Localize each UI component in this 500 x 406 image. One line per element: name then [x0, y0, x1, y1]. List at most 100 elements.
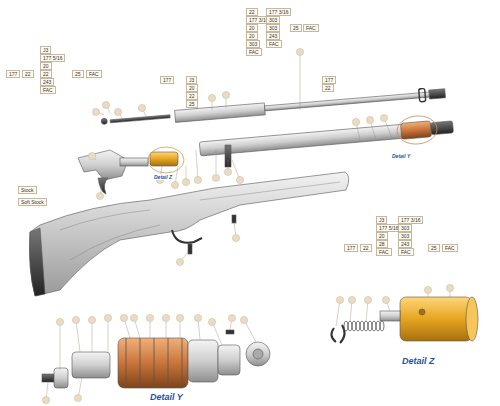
leader-line [92, 320, 93, 352]
caliber-tag: 25 [72, 70, 84, 78]
caliber-tag: FAC [86, 70, 102, 78]
spring-coil [360, 321, 364, 331]
thread-line [154, 338, 155, 388]
leader-line [76, 320, 80, 352]
callout-bubble [92, 108, 99, 115]
callout-bubble [88, 316, 95, 323]
callout-bubble [380, 114, 387, 121]
callout-bubble [446, 284, 453, 291]
caliber-tag: 28 [376, 240, 388, 248]
caliber-tag: 22 [40, 70, 52, 78]
callout-bubble [56, 318, 63, 325]
callout-bubble [88, 152, 95, 159]
caliber-tag: J3 [40, 46, 51, 54]
spring-coil [368, 321, 372, 331]
thread-line [168, 338, 169, 388]
spring-coil [356, 321, 360, 331]
callout-bubble [138, 104, 145, 111]
leader-line [300, 52, 301, 110]
caliber-tag: FAC [442, 244, 458, 252]
callout-bubble [74, 394, 81, 401]
caliber-tag: 303 [398, 224, 412, 232]
caliber-tag: FAC [246, 48, 262, 56]
thread-line [140, 338, 141, 388]
detail-label: Detail Z [154, 174, 172, 180]
caliber-tag: 22 [360, 244, 372, 252]
leader-line [196, 150, 198, 180]
callout-bubble [240, 316, 247, 323]
caliber-tag: J3 [186, 76, 197, 84]
caliber-tag: Soft Stock [18, 198, 47, 206]
callout-bubble [130, 314, 137, 321]
detail-label: Detail Y [150, 392, 183, 402]
callout-bubble [236, 176, 243, 183]
callout-bubble [120, 314, 127, 321]
caliber-tag: FAC [303, 24, 319, 32]
callout-bubble [102, 101, 109, 108]
callout-bubble [208, 94, 215, 101]
caliber-tag: FAC [398, 248, 414, 256]
thread-line [126, 338, 127, 388]
caliber-tag: FAC [376, 248, 392, 256]
caliber-tag: 20 [376, 232, 388, 240]
caliber-tag: 25 [290, 24, 302, 32]
caliber-tag: J3 [376, 216, 387, 224]
caliber-tag: 177 3/16 [266, 8, 291, 16]
caliber-tag: 20 [246, 24, 258, 32]
callout-bubble [194, 314, 201, 321]
callout-bubble [104, 314, 111, 321]
callout-bubble [212, 174, 219, 181]
callout-bubble [296, 48, 303, 55]
leader-line [108, 318, 109, 352]
callout-bubble [171, 181, 178, 188]
caliber-tag: FAC [266, 40, 282, 48]
caliber-tag: 22 [322, 84, 334, 92]
caliber-tag: 177 [6, 70, 20, 78]
callout-bubble [182, 178, 189, 185]
spring-coil [364, 321, 368, 331]
leader-line [336, 300, 340, 326]
callout-bubble [114, 108, 121, 115]
caliber-tag: 177 [344, 244, 358, 252]
spring-coil [344, 321, 348, 331]
callout-bubble [382, 296, 389, 303]
caliber-tag: 25 [428, 244, 440, 252]
detail-label: Detail Y [392, 153, 410, 159]
caliber-tag: 303 [266, 24, 280, 32]
callout-bubble [366, 116, 373, 123]
callout-bubble [176, 258, 183, 265]
spring-coil [348, 321, 352, 331]
caliber-tag: Stock [18, 186, 37, 194]
callout-bubble [232, 234, 239, 241]
caliber-tag: 243 [398, 240, 412, 248]
spring-coil [380, 321, 384, 331]
callout-bubble [96, 192, 103, 199]
caliber-tag: 20 [246, 32, 258, 40]
caliber-tag: 20 [40, 62, 52, 70]
caliber-tag: 177 3/16 [398, 216, 423, 224]
caliber-tag: 177 5/16 [40, 54, 65, 62]
caliber-tag: 303 [266, 16, 280, 24]
callout-bubble [176, 314, 183, 321]
callout-bubble [336, 296, 343, 303]
caliber-tag: 25 [186, 100, 198, 108]
callout-bubble [222, 91, 229, 98]
spring-coil [376, 321, 380, 331]
spring-coil [372, 321, 376, 331]
spring-coils [126, 321, 384, 388]
callout-bubble [352, 118, 359, 125]
callout-bubble [224, 168, 231, 175]
caliber-tag: 22 [246, 8, 258, 16]
caliber-tag: 177 [160, 76, 174, 84]
caliber-tag: 243 [40, 78, 54, 86]
callout-bubble [146, 314, 153, 321]
caliber-tag: 22 [186, 92, 198, 100]
thread-line [182, 338, 183, 388]
caliber-tag: 303 [246, 40, 260, 48]
leader-line [60, 322, 61, 370]
callout-bubble [208, 318, 215, 325]
leader-line [216, 150, 217, 178]
caliber-tag: 20 [186, 84, 198, 92]
detail-label: Detail Z [402, 356, 435, 366]
callout-bubble [364, 296, 371, 303]
